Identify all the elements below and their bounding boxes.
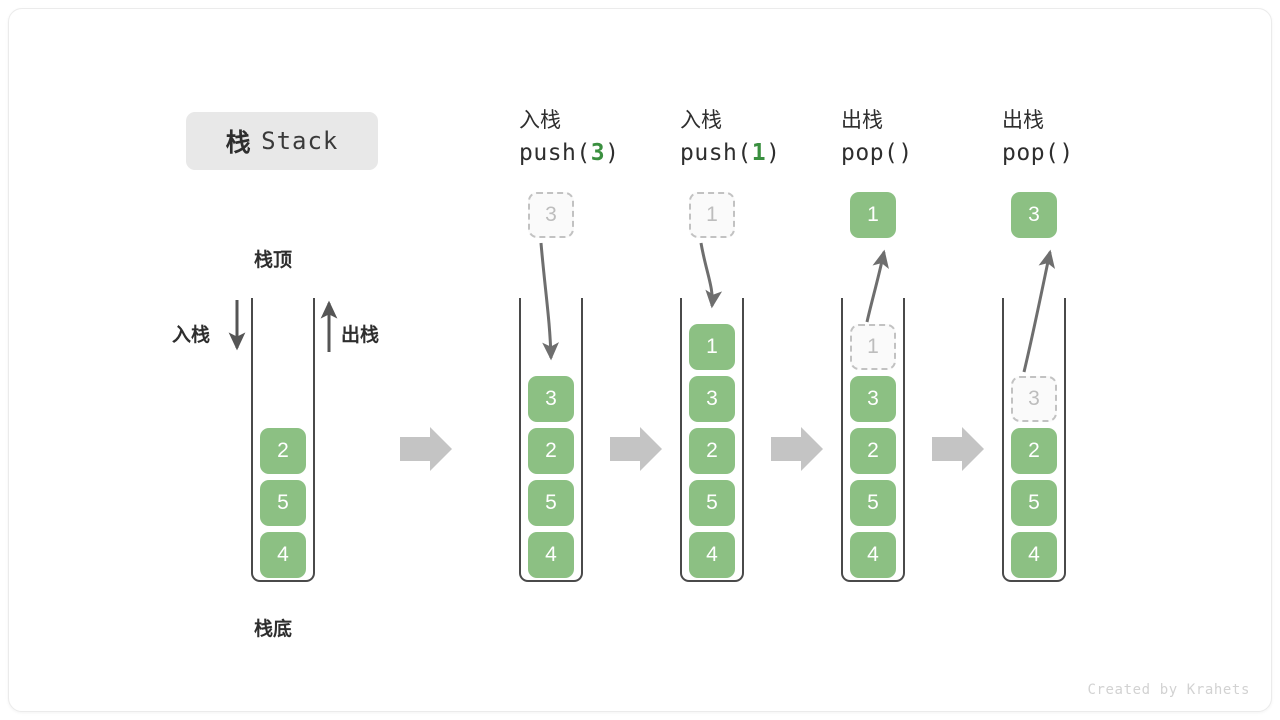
- step-outside-cell-pop-1: 1: [850, 192, 896, 238]
- step-push-3-cell: 5: [528, 480, 574, 526]
- page-title-badge: 栈 Stack: [186, 112, 378, 170]
- step-pop-1-vessel: [841, 298, 905, 582]
- page-title-cn: 栈: [225, 129, 252, 157]
- step-pop-1-cell: 4: [850, 532, 896, 578]
- label-push-direction: 入栈: [172, 325, 211, 346]
- step-header-push-1: 入栈 push(1): [680, 106, 870, 170]
- step-op-code: pop(): [841, 140, 913, 166]
- step-pop-1-cell: 1: [850, 324, 896, 370]
- step-header-pop-1: 出栈 pop(): [841, 106, 1031, 170]
- step-push-1-cell: 4: [689, 532, 735, 578]
- step-push-1-cell: 1: [689, 324, 735, 370]
- label-stack-top: 栈顶: [254, 250, 293, 271]
- step-op-label: 入栈: [680, 109, 722, 132]
- step-op-arg: 3: [590, 140, 606, 166]
- footer-credit: Created by Krahets: [1087, 682, 1250, 698]
- step-push-1-cell: 5: [689, 480, 735, 526]
- step-push-3-cell: 3: [528, 376, 574, 422]
- step-outside-cell-push-3: 3: [528, 192, 574, 238]
- label-pop-direction: 出栈: [341, 325, 380, 346]
- step-op-label: 出栈: [1002, 109, 1044, 132]
- step-push-1-vessel: [680, 298, 744, 582]
- step-op-code: pop(): [1002, 140, 1074, 166]
- step-push-3-cell: 2: [528, 428, 574, 474]
- step-op-arg: 1: [751, 140, 767, 166]
- step-pop-3-cell: 4: [1011, 532, 1057, 578]
- label-stack-bottom: 栈底: [254, 619, 293, 640]
- page-title-en: Stack: [261, 127, 339, 155]
- step-push-3-vessel: [519, 298, 583, 582]
- step-outside-cell-pop-3: 3: [1011, 192, 1057, 238]
- step-push-1-cell: 3: [689, 376, 735, 422]
- step-op-code: push(1): [680, 140, 781, 166]
- initial-cell: 5: [260, 480, 306, 526]
- step-header-push-3: 入栈 push(3): [519, 106, 709, 170]
- step-pop-1-cell: 5: [850, 480, 896, 526]
- step-pop-3-cell: 3: [1011, 376, 1057, 422]
- step-pop-1-cell: 3: [850, 376, 896, 422]
- step-push-1-cell: 2: [689, 428, 735, 474]
- step-header-pop-3: 出栈 pop(): [1002, 106, 1192, 170]
- step-op-label: 入栈: [519, 109, 561, 132]
- step-pop-1-cell: 2: [850, 428, 896, 474]
- step-pop-3-cell: 5: [1011, 480, 1057, 526]
- initial-vessel: [251, 298, 315, 582]
- initial-cell: 4: [260, 532, 306, 578]
- step-pop-3-cell: 2: [1011, 428, 1057, 474]
- step-outside-cell-push-1: 1: [689, 192, 735, 238]
- step-op-label: 出栈: [841, 109, 883, 132]
- step-pop-3-vessel: [1002, 298, 1066, 582]
- initial-cell: 2: [260, 428, 306, 474]
- step-push-3-cell: 4: [528, 532, 574, 578]
- step-op-code: push(3): [519, 140, 620, 166]
